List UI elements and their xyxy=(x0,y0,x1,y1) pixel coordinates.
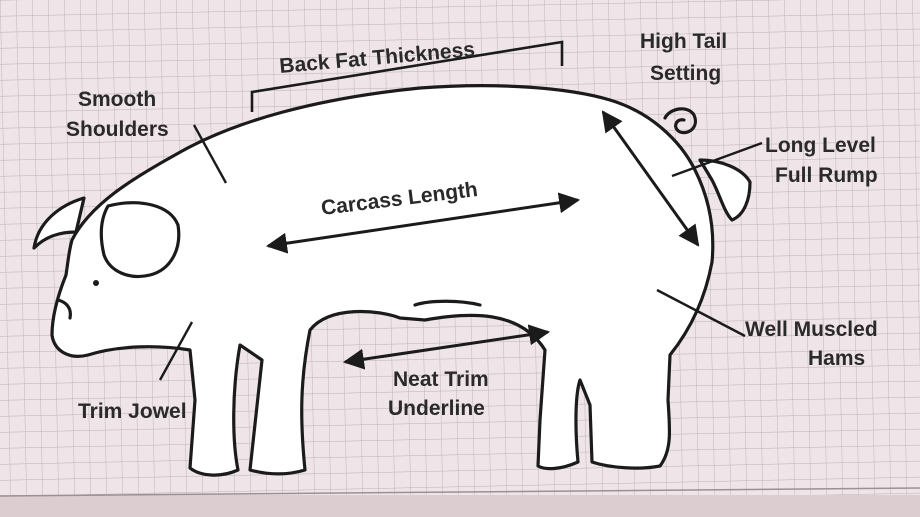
neat-trim-label-line1: Neat Trim xyxy=(393,368,489,391)
well-muscled-label-line2: Hams xyxy=(808,347,865,370)
smooth-shoulders-label-line1: Smooth xyxy=(78,88,156,111)
page-bottom-edge xyxy=(0,495,920,517)
long-level-label-line2: Full Rump xyxy=(775,164,878,187)
well-muscled-label-line1: Well Muscled xyxy=(745,318,878,341)
pig-eye xyxy=(93,280,99,286)
high-tail-label-line2: Setting xyxy=(650,62,721,85)
pig-head-patch xyxy=(101,203,178,277)
long-level-label-line1: Long Level xyxy=(765,134,876,157)
trim-jowel-label: Trim Jowel xyxy=(78,400,187,423)
neat-trim-label-line2: Underline xyxy=(388,397,485,420)
high-tail-label-line1: High Tail xyxy=(640,30,727,53)
smooth-shoulders-label-line2: Shoulders xyxy=(66,118,169,141)
